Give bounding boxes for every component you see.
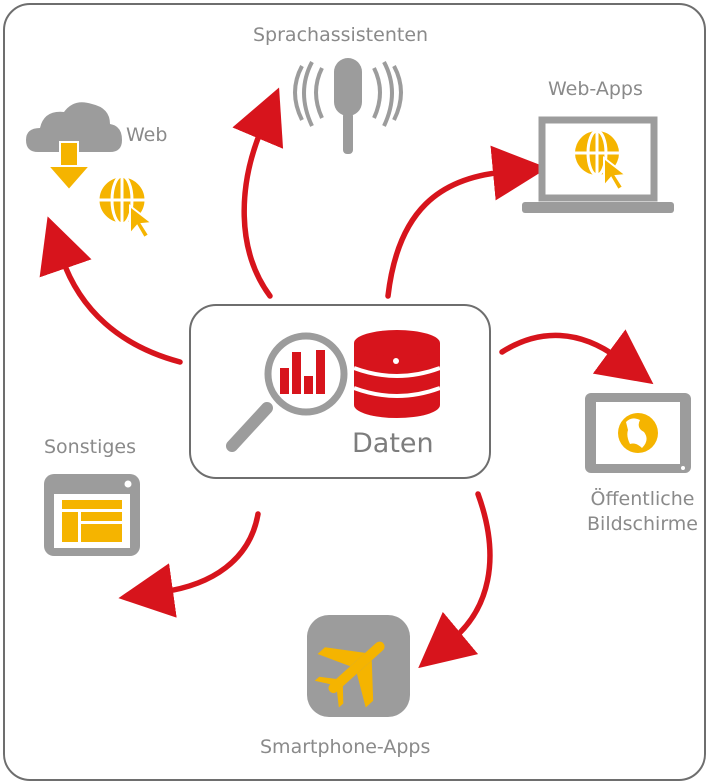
label-daten: Daten — [352, 428, 434, 459]
label-oeffentliche-line1: Öffentliche — [590, 488, 695, 510]
microphone-icon — [293, 58, 403, 154]
arrows — [39, 87, 654, 669]
label-web-apps: Web-Apps — [548, 78, 643, 100]
label-sonstiges: Sonstiges — [44, 436, 137, 458]
arrow-to-sonstiges — [118, 511, 261, 618]
label-sprachassistenten: Sprachassistenten — [253, 24, 429, 46]
display-globe-icon — [585, 393, 691, 473]
arrow-to-smartphone-apps — [418, 491, 493, 669]
label-oeffentliche-line2: Bildschirme — [587, 513, 698, 535]
label-web: Web — [126, 124, 168, 146]
label-smartphone-apps: Smartphone-Apps — [260, 736, 431, 758]
airplane-app-icon — [307, 615, 410, 717]
laptop-globe-icon — [522, 116, 674, 213]
arrow-to-web-apps — [385, 145, 548, 299]
arrow-to-oeffentliche-bildschirme — [499, 329, 654, 385]
arrow-to-web — [39, 216, 183, 365]
label-oeffentliche-bildschirme: Öffentliche Bildschirme — [580, 487, 705, 537]
browser-layout-icon — [44, 474, 140, 556]
center-node — [189, 304, 491, 479]
database-icon — [353, 330, 441, 418]
cloud-download-globe-icon — [26, 102, 155, 240]
arrow-to-sprachassistenten — [232, 87, 284, 299]
magnifier-chart-icon — [226, 332, 348, 452]
